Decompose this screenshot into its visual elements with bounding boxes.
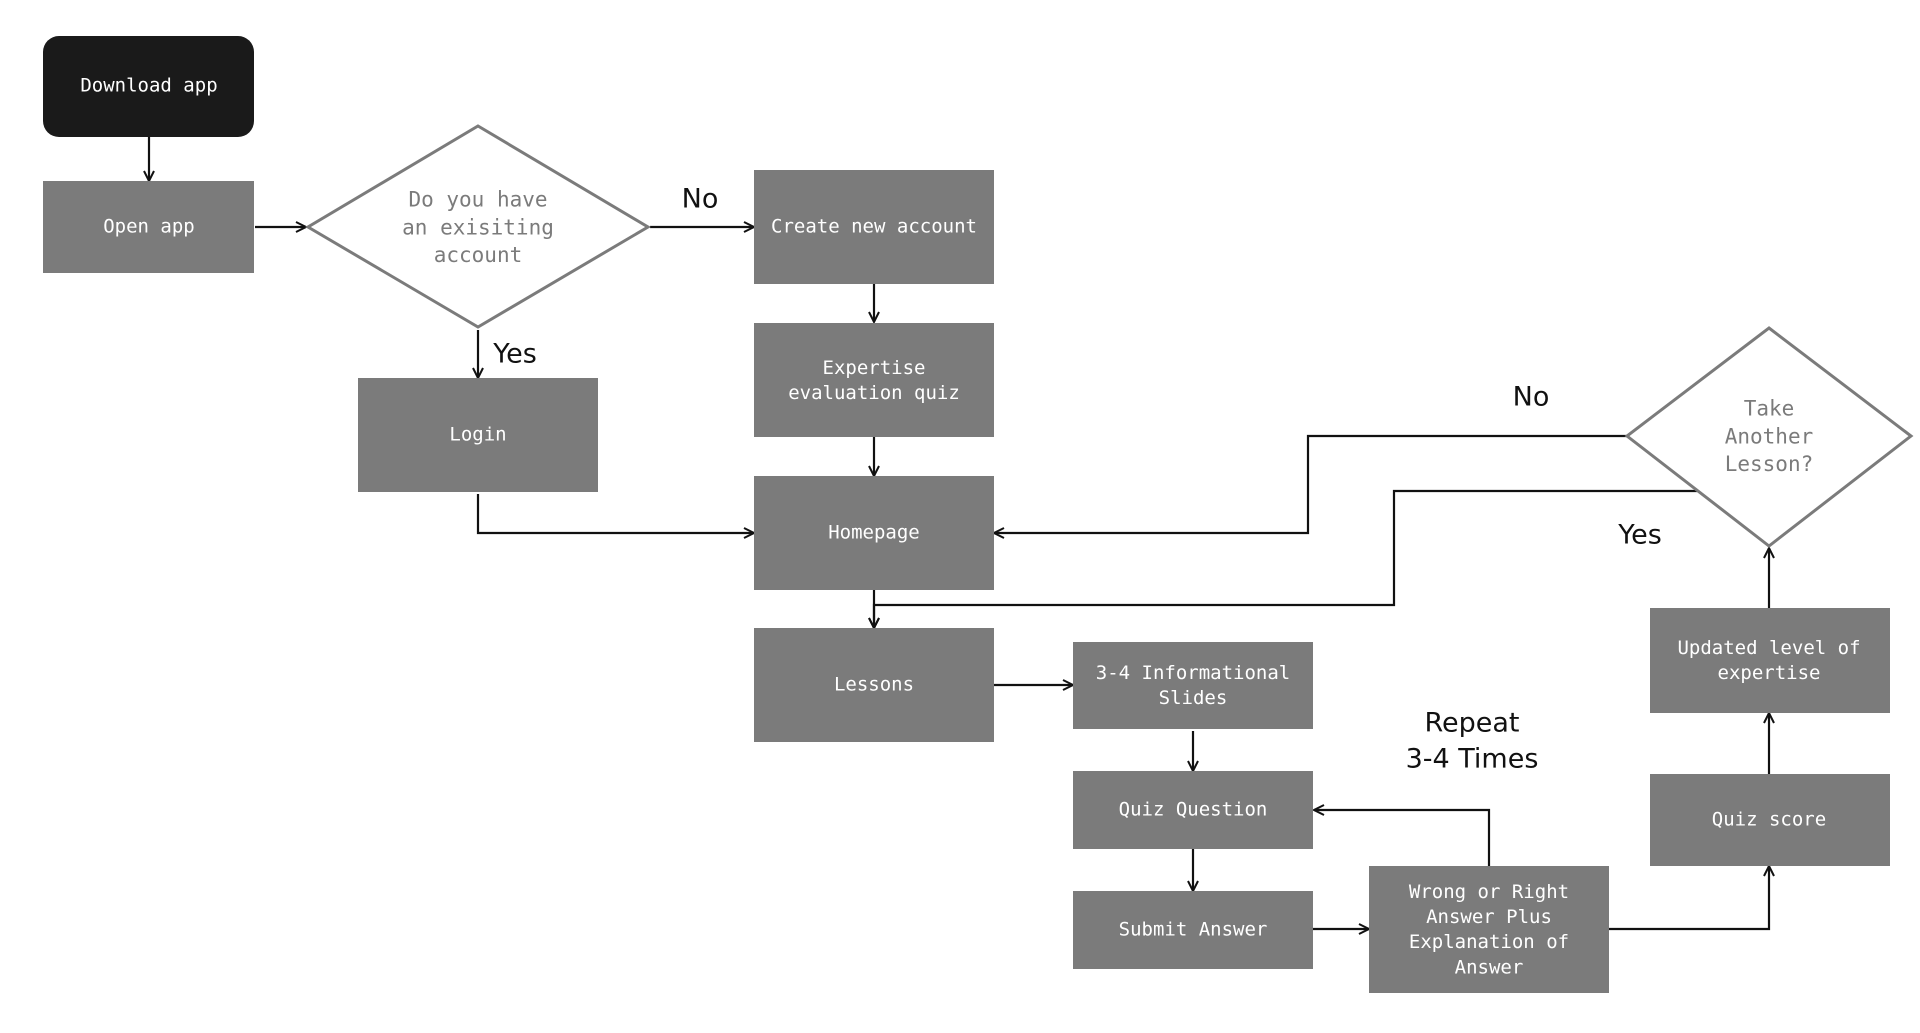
- edge-decision-no-to-homepage: [994, 434, 1627, 533]
- edge-label-no-another-lesson: No: [1513, 382, 1550, 413]
- edge-label-yes-another-lesson: Yes: [1617, 520, 1662, 551]
- label-line: an exisiting: [402, 215, 554, 239]
- label-line: Do you have: [408, 188, 547, 212]
- label-line: Another: [1725, 424, 1814, 448]
- edge-decision-yes-to-lessons: [874, 489, 1697, 628]
- label-line: evaluation quiz: [788, 382, 960, 404]
- label-line: Lesson?: [1725, 452, 1814, 476]
- node-lessons: Lessons: [754, 628, 994, 742]
- label-line: Answer: [1455, 956, 1524, 978]
- node-quiz-score-label: Quiz score: [1712, 809, 1826, 831]
- label-line: Wrong or Right: [1409, 881, 1569, 903]
- label-line: Explanation of: [1409, 931, 1569, 953]
- node-expertise-quiz-label: Expertise evaluation quiz: [788, 357, 960, 404]
- edge-label-yes-account: Yes: [492, 339, 537, 370]
- node-decision-existing-account: Do you have an exisiting account: [305, 124, 651, 329]
- node-create-account: Create new account: [754, 170, 994, 284]
- node-quiz-score: Quiz score: [1650, 774, 1890, 866]
- edge-feedback-to-quiz-score: [1608, 866, 1769, 931]
- edge-login-to-homepage: [476, 494, 754, 533]
- node-homepage: Homepage: [754, 476, 994, 590]
- node-create-account-label: Create new account: [771, 216, 977, 238]
- edge-feedback-to-quiz-question: [1314, 810, 1491, 866]
- note-repeat: Repeat 3-4 Times: [1406, 708, 1539, 775]
- label-line: Repeat: [1424, 708, 1519, 739]
- node-decision-existing-account-label: Do you have an exisiting account: [402, 188, 554, 267]
- label-line: 3-4 Informational: [1096, 662, 1290, 684]
- label-line: account: [434, 243, 523, 267]
- edge-label-no-account: No: [682, 184, 719, 215]
- node-submit-answer: Submit Answer: [1073, 891, 1313, 969]
- node-updated-level-label: Updated level of expertise: [1677, 637, 1860, 684]
- node-expertise-quiz: Expertise evaluation quiz: [754, 323, 994, 437]
- node-quiz-question: Quiz Question: [1073, 771, 1313, 849]
- node-download-app-label: Download app: [80, 75, 217, 97]
- label-line: Take: [1744, 397, 1795, 421]
- connectors: [149, 137, 1769, 929]
- label-line: Slides: [1159, 687, 1228, 709]
- node-submit-answer-label: Submit Answer: [1119, 919, 1268, 941]
- label-line: Updated level of: [1677, 637, 1860, 659]
- node-login-label: Login: [449, 424, 506, 446]
- node-updated-level: Updated level of expertise: [1650, 608, 1890, 713]
- node-homepage-label: Homepage: [828, 522, 920, 544]
- node-download-app: Download app: [43, 36, 254, 137]
- node-open-app: Open app: [43, 181, 254, 273]
- node-open-app-label: Open app: [103, 216, 195, 238]
- label-line: 3-4 Times: [1406, 743, 1539, 774]
- node-quiz-question-label: Quiz Question: [1119, 799, 1268, 821]
- label-line: expertise: [1718, 662, 1821, 684]
- node-lessons-label: Lessons: [834, 674, 914, 696]
- label-line: Expertise: [823, 357, 926, 379]
- node-login: Login: [358, 378, 598, 492]
- label-line: Answer Plus: [1426, 906, 1552, 928]
